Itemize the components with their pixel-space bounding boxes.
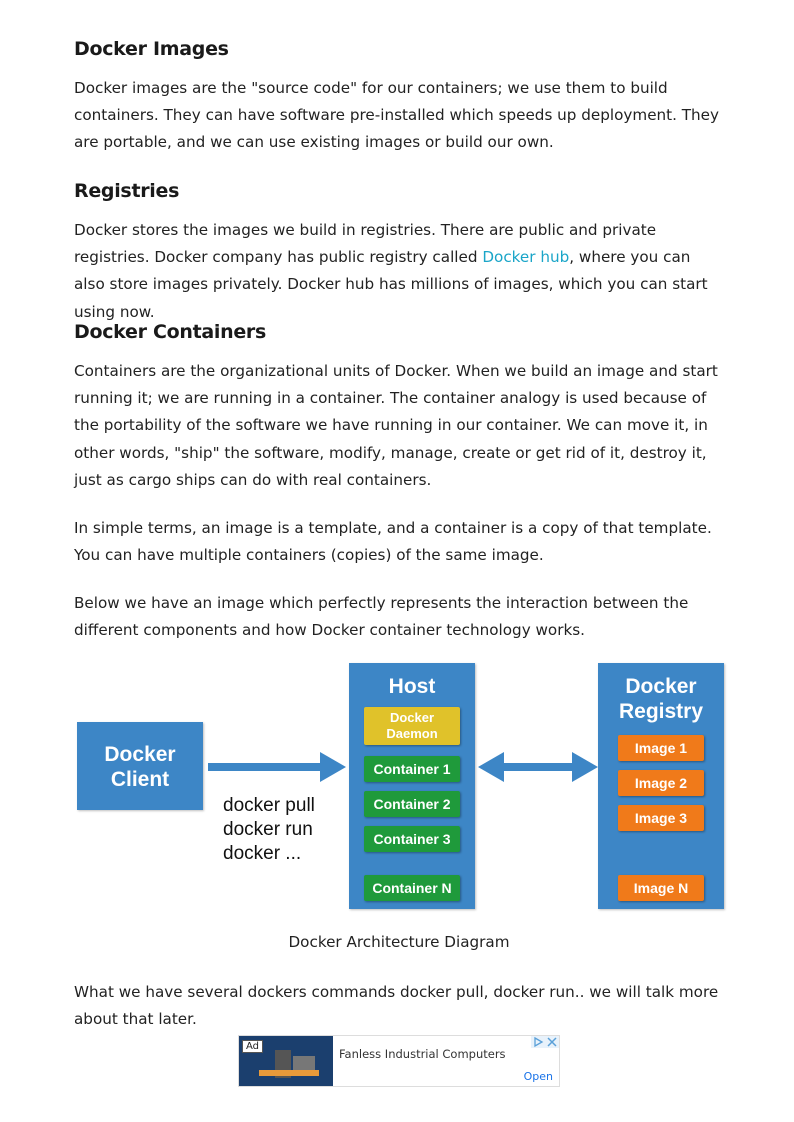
docker-client-box: Docker Client <box>77 722 203 810</box>
daemon-label-line2: Daemon <box>386 726 438 741</box>
image-1: Image 1 <box>618 735 704 761</box>
ad-image[interactable] <box>239 1036 333 1086</box>
container-1: Container 1 <box>364 756 460 782</box>
heading-docker-containers: Docker Containers <box>74 321 267 343</box>
image-3: Image 3 <box>618 805 704 831</box>
docker-architecture-diagram: Docker Client docker pull docker run doc… <box>74 663 724 911</box>
image-2: Image 2 <box>618 770 704 796</box>
container-2: Container 2 <box>364 791 460 817</box>
diagram-caption: Docker Architecture Diagram <box>288 933 510 951</box>
host-box: Host Docker Daemon Container 1 Container… <box>349 663 475 909</box>
docker-hub-link[interactable]: Docker hub <box>482 248 570 267</box>
closing-paragraph: What we have several dockers commands do… <box>74 983 719 1029</box>
paragraph-containers-3: Below we have an image which perfectly r… <box>74 594 689 640</box>
host-title: Host <box>388 675 436 698</box>
arrow-right-icon <box>208 752 346 782</box>
docker-client-label-line2: Client <box>110 768 170 791</box>
command-pull: docker pull <box>223 795 315 816</box>
command-more: docker ... <box>223 843 302 864</box>
daemon-label-line1: Docker <box>389 710 435 725</box>
ad-banner[interactable]: Ad Fanless Industrial Computers Open <box>238 1035 560 1087</box>
command-run: docker run <box>223 819 313 840</box>
adchoices-icon[interactable] <box>531 1036 559 1051</box>
ad-open-button[interactable]: Open <box>523 1070 553 1083</box>
ad-badge: Ad <box>242 1040 264 1053</box>
paragraph-containers-1: Containers are the organizational units … <box>74 362 718 489</box>
container-3: Container 3 <box>364 826 460 852</box>
container-n: Container N <box>364 875 460 901</box>
registries-text-after: , where you can also store images privat… <box>74 248 708 321</box>
docker-client-label-line1: Docker <box>104 743 176 766</box>
ad-title[interactable]: Fanless Industrial Computers <box>339 1047 506 1061</box>
double-arrow-icon <box>478 752 598 782</box>
registry-label-line2: Registry <box>618 700 704 723</box>
heading-registries: Registries <box>74 180 180 202</box>
image-n: Image N <box>618 875 704 901</box>
paragraph-images: Docker images are the "source code" for … <box>74 79 720 152</box>
docker-commands: docker pull docker run docker ... <box>223 794 315 866</box>
heading-docker-images: Docker Images <box>74 38 229 60</box>
paragraph-registries: Docker stores the images we build in reg… <box>74 217 724 326</box>
registry-label-line1: Docker <box>625 675 697 698</box>
docker-daemon-box: Docker Daemon <box>364 707 460 745</box>
paragraph-containers-2: In simple terms, an image is a template,… <box>74 519 712 565</box>
docker-registry-box: Docker Registry Image 1 Image 2 Image 3 … <box>598 663 724 909</box>
registries-text-before: Docker stores the images we build in reg… <box>74 221 657 267</box>
